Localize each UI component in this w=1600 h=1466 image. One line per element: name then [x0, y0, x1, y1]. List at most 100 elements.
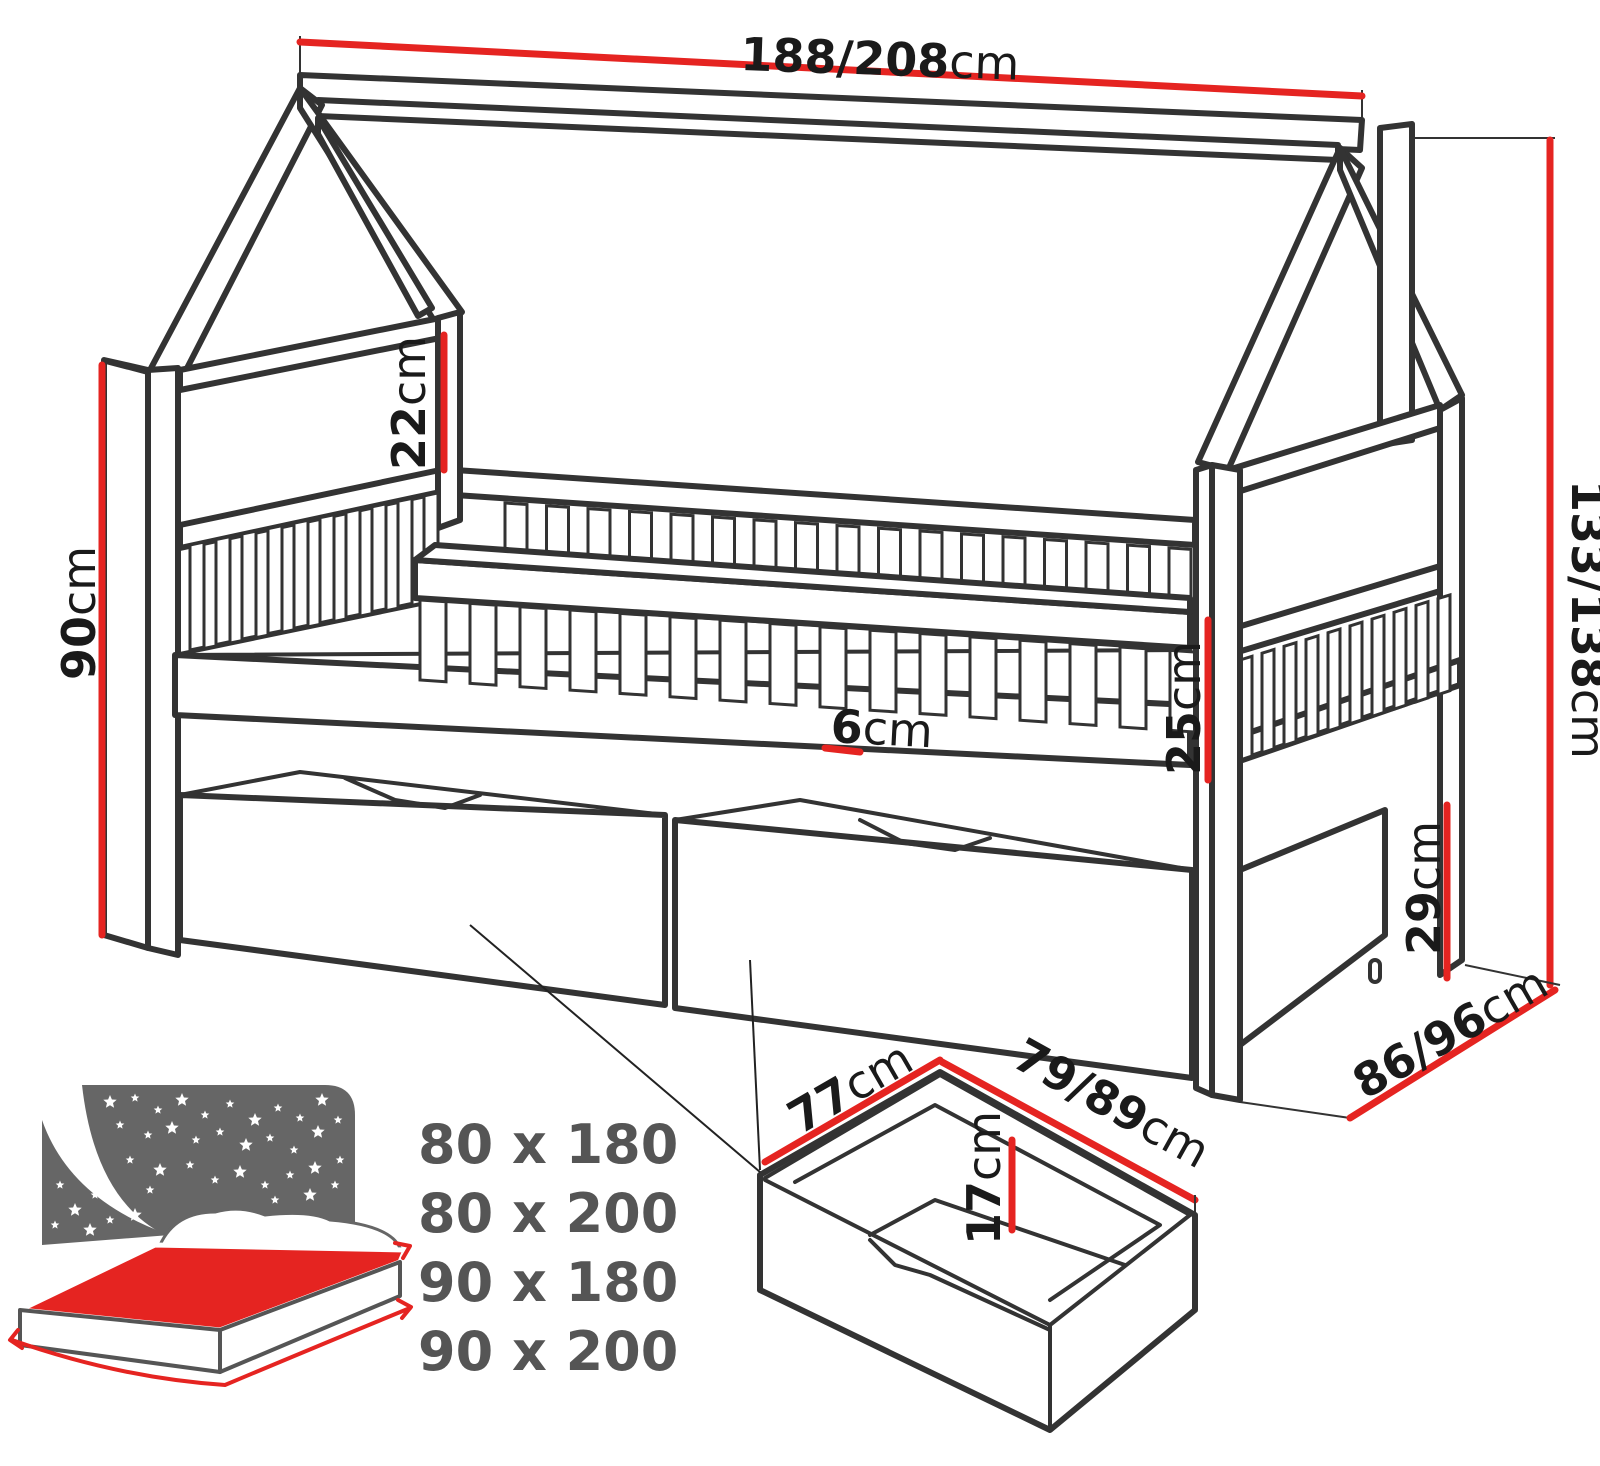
star-icon: [285, 1170, 295, 1179]
drawer-right-handle: [858, 818, 992, 852]
star-icon: [143, 1130, 153, 1139]
width-label: 188/208cm: [740, 27, 1021, 91]
star-icon: [115, 1120, 125, 1129]
dimension-lines: [98, 36, 1561, 1234]
mattress-size-item: 80 x 200: [418, 1182, 678, 1245]
slat: [468, 601, 498, 687]
rail-gap-dimension-line: [821, 744, 864, 756]
star-icon: [128, 1208, 142, 1221]
star-icon: [103, 1095, 117, 1108]
mattress-stars-icon: [8, 1085, 413, 1387]
star-icon: [210, 1175, 220, 1184]
slat: [618, 611, 648, 697]
star-icon: [68, 1203, 82, 1216]
star-icon: [233, 1165, 247, 1178]
slat: [868, 628, 898, 714]
slat: [568, 608, 598, 694]
star-icon: [83, 1223, 97, 1236]
slat: [396, 496, 414, 609]
right-end-slats: [1238, 592, 1452, 763]
slat: [668, 615, 698, 701]
slat: [818, 625, 848, 711]
star-icon: [270, 1195, 280, 1204]
slat: [918, 631, 948, 717]
slat: [188, 540, 206, 652]
star-icon: [335, 1155, 345, 1164]
drawer-left-front: [177, 792, 668, 1008]
slat: [292, 518, 310, 631]
star-icon: [273, 1103, 283, 1112]
drawer-left-handle: [343, 776, 482, 810]
star-icon: [191, 1135, 201, 1144]
arrow-top-right-icon: [393, 1241, 412, 1260]
left-front-post-side: [101, 357, 151, 951]
slat: [968, 635, 998, 721]
star-icon: [239, 1138, 253, 1151]
slat: [1260, 647, 1276, 755]
ext-line: [1464, 964, 1561, 986]
star-icon: [153, 1105, 163, 1114]
depth-dimension-line: [1346, 986, 1559, 1122]
right-rear-top-post: [1377, 121, 1415, 448]
arrow-right-icon: [396, 1298, 413, 1320]
window-height-label: 22cm: [382, 336, 436, 470]
star-icon: [185, 1160, 195, 1169]
slat: [370, 501, 388, 614]
front-guard-slats: [418, 598, 1198, 734]
width-dimension-line: [296, 38, 1366, 100]
star-icon: [90, 1190, 100, 1199]
drawer-detail-inner-back: [793, 1103, 1162, 1302]
slat: [318, 512, 336, 625]
drawer-detail-handle-cut: [868, 1238, 1052, 1332]
star-icon: [265, 1133, 275, 1142]
star-icon: [308, 1161, 322, 1174]
slat: [1118, 645, 1148, 731]
left-gable-inner: [315, 115, 435, 319]
front-guard-top-face: [412, 542, 1193, 615]
star-icon: [215, 1127, 225, 1136]
total-height-label: 133/138cm: [1561, 480, 1600, 759]
star-icon: [153, 1163, 167, 1176]
drawer-detail-outer: [757, 1069, 1198, 1433]
mattress-arrow-line: [10, 1306, 412, 1387]
mattress-size-item: 80 x 180: [418, 1113, 678, 1176]
slat: [1282, 640, 1298, 748]
star-icon: [248, 1113, 262, 1126]
drawer-detail-floor: [868, 1198, 1127, 1267]
drawer-detail-rim: [763, 1073, 1192, 1327]
drawer-leader-line: [469, 924, 761, 1173]
drawer-space-label: 29cm: [1397, 821, 1451, 955]
slat: [518, 605, 548, 691]
star-icon: [311, 1125, 325, 1138]
right-gable-rafter-left: [1195, 145, 1365, 473]
drawer-leader-line-2: [749, 959, 761, 1171]
star-icon: [303, 1188, 317, 1201]
star-icon: [200, 1110, 210, 1119]
star-icon: [289, 1145, 299, 1154]
mattress-size-list: 80 x 180 80 x 200 90 x 180 90 x 200: [418, 1113, 678, 1383]
star-icon: [260, 1180, 270, 1189]
bed-frame: [101, 72, 1465, 1103]
drawer-length-dimension-line: [938, 1058, 1199, 1204]
star-icon: [225, 1099, 235, 1108]
star-icon: [55, 1180, 65, 1189]
post-height-label: 90cm: [52, 546, 106, 680]
slat: [1392, 606, 1408, 712]
rail-gap-label: 6cm: [829, 699, 934, 758]
stars: [50, 1093, 345, 1236]
star-icon: [145, 1185, 155, 1194]
slat: [1068, 642, 1098, 727]
slat: [266, 523, 284, 636]
left-gable-rafter-left: [147, 85, 325, 381]
right-front-post: [1209, 462, 1243, 1103]
star-icon: [125, 1155, 135, 1164]
slat: [1304, 633, 1320, 741]
star-icon: [333, 1115, 343, 1124]
slat: [1436, 592, 1452, 697]
slat: [1018, 638, 1048, 724]
slat: [1326, 626, 1342, 734]
star-icon: [50, 1220, 60, 1229]
slat: [1370, 613, 1386, 719]
bed-side-board: [172, 652, 1193, 768]
